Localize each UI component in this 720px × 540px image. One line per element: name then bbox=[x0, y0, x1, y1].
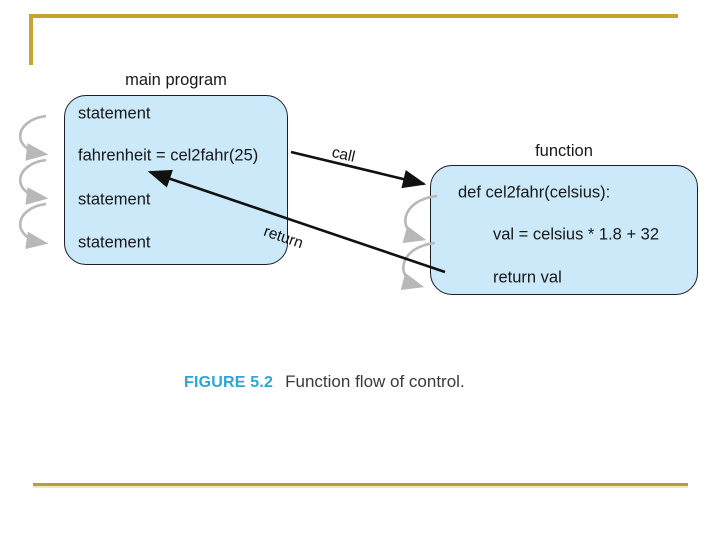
loop-arrow-main-2 bbox=[18, 158, 49, 205]
function-body-line: val = celsius * 1.8 + 32 bbox=[493, 225, 660, 244]
call-edge-label: call bbox=[330, 144, 357, 166]
function-label: function bbox=[535, 142, 593, 160]
top-border-rule bbox=[29, 14, 678, 18]
main-program-label: main program bbox=[125, 71, 227, 89]
main-call-statement: fahrenheit = cel2fahr(25) bbox=[78, 146, 259, 165]
figure-caption: FIGURE 5.2 Function flow of control. bbox=[184, 372, 465, 392]
function-box bbox=[430, 165, 698, 295]
main-statement-2: statement bbox=[78, 190, 151, 209]
main-statement-1: statement bbox=[78, 104, 151, 123]
function-def-line: def cel2fahr(celsius): bbox=[458, 183, 611, 202]
figure-number: FIGURE 5.2 bbox=[184, 374, 274, 391]
loop-arrow-main-3 bbox=[18, 202, 49, 250]
figure-caption-text: Function flow of control. bbox=[285, 372, 465, 391]
main-statement-3: statement bbox=[78, 233, 151, 252]
loop-arrow-main-1 bbox=[18, 114, 49, 161]
function-return-line: return val bbox=[493, 268, 562, 287]
top-left-corner-rule bbox=[29, 14, 33, 65]
bottom-border-rule bbox=[33, 483, 688, 486]
call-arrow bbox=[290, 150, 427, 189]
bottom-border-highlight bbox=[33, 486, 688, 488]
